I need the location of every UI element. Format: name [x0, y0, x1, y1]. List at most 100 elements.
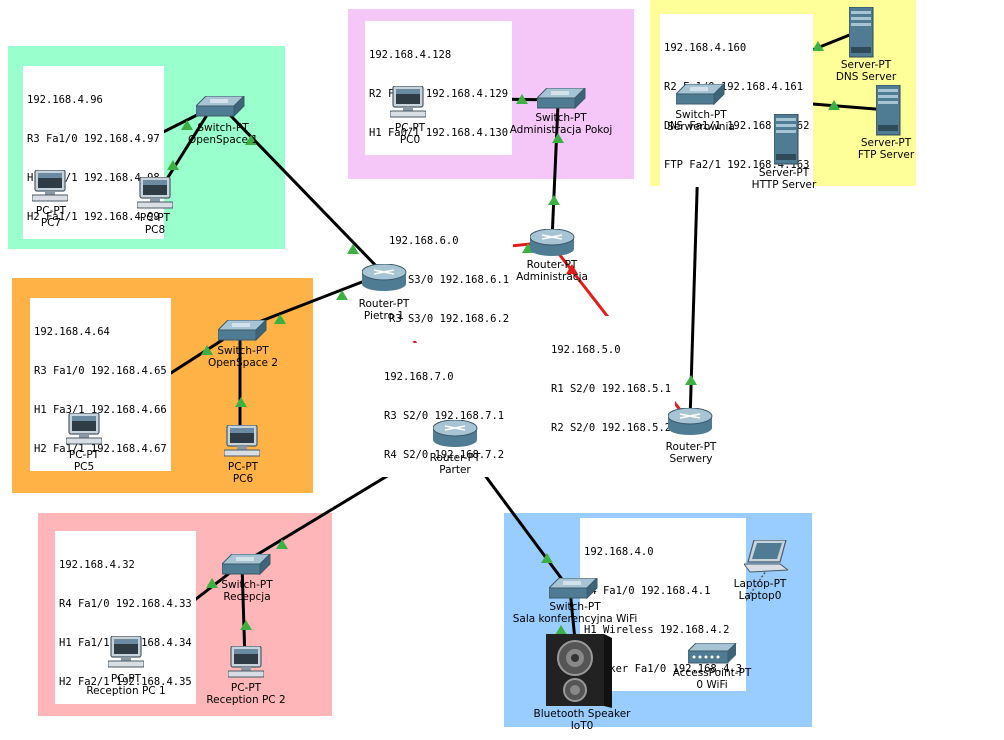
pc8-icon[interactable]	[137, 177, 173, 209]
device-type: Bluetooth Speaker	[533, 708, 631, 720]
note-line: H2 Fa1/1 192.168.4.99	[27, 211, 160, 223]
ftp-server-icon[interactable]	[876, 85, 902, 137]
switch-recepcja-icon[interactable]	[222, 554, 272, 576]
device-name: Laptop0	[738, 590, 782, 602]
device-name: 0 WiFi	[696, 679, 728, 691]
device-type: PC-PT	[68, 449, 100, 461]
device-type: Switch-PT	[675, 109, 727, 121]
device-type: Switch-PT	[221, 579, 273, 591]
device-name: Reception PC 2	[206, 694, 286, 706]
note-line: H2 Fa2/1 192.168.4.35	[59, 676, 192, 688]
switch-openspace-1-icon[interactable]	[196, 96, 246, 118]
device-name: OpenSpace 2	[207, 357, 279, 369]
note-line: R3 Fa1/0 192.168.4.97	[27, 133, 160, 145]
device-type: Switch-PT	[197, 122, 249, 134]
note-openspace-2: 192.168.4.64 R3 Fa1/0 192.168.4.65 H1 Fa…	[30, 298, 171, 471]
note-line: 192.168.5.0	[551, 344, 621, 356]
reception-pc-2-icon[interactable]	[228, 646, 264, 678]
device-name: FTP Server	[857, 149, 915, 161]
note-line: R2 S2/0 192.168.5.2	[551, 422, 672, 434]
device-name: PC7	[40, 217, 62, 229]
access-point-icon[interactable]	[688, 643, 738, 667]
device-type: Router-PT	[526, 259, 578, 271]
pc0-icon[interactable]	[390, 86, 426, 118]
router-serwery-icon[interactable]	[668, 408, 714, 436]
note-line: R4 Fa1/0 192.168.4.33	[59, 598, 192, 610]
note-line: 192.168.7.0	[384, 371, 454, 383]
bluetooth-speaker-icon[interactable]	[546, 634, 614, 708]
pc7-icon[interactable]	[32, 170, 68, 202]
device-type: PC-PT	[227, 461, 259, 473]
note-line: H1 Wireless 192.168.4.2	[584, 624, 730, 636]
router-parter-icon[interactable]	[433, 420, 479, 448]
device-name: OpenSpace 1	[187, 134, 259, 146]
device-name: Administracja Pokoj	[509, 124, 613, 136]
device-type: Server-PT	[860, 137, 912, 149]
note-line: 192.168.6.0	[389, 235, 459, 247]
device-name: Parter	[439, 464, 471, 476]
device-name: PC6	[232, 473, 254, 485]
note-line: H2 Fa1/1 192.168.4.67	[34, 443, 167, 455]
device-name: Pietro 1	[363, 310, 405, 322]
device-name: Administracja	[516, 271, 588, 283]
link-sw-pokoj-r-admin	[550, 103, 560, 241]
device-name: Recepcja	[223, 591, 271, 603]
device-name: Reception PC 1	[86, 685, 166, 697]
note-recepcja: 192.168.4.32 R4 Fa1/0 192.168.4.33 H1 Fa…	[55, 531, 196, 704]
note-line: 192.168.4.160	[664, 42, 747, 54]
device-type: PC-PT	[110, 673, 142, 685]
device-name: PC5	[73, 461, 95, 473]
note-link-192-168-7: 192.168.7.0 R3 S2/0 192.168.7.1 R4 S2/0 …	[380, 343, 509, 477]
note-line: 192.168.4.0	[584, 546, 654, 558]
link-sw-os1-r-pietro	[228, 113, 382, 272]
note-line: R3 Fa1/0 192.168.4.65	[34, 365, 167, 377]
device-type: Router-PT	[665, 441, 717, 453]
http-server-icon[interactable]	[774, 114, 800, 166]
device-type: PC-PT	[394, 122, 426, 134]
device-type: Switch-PT	[549, 601, 601, 613]
note-line: 192.168.4.64	[34, 326, 110, 338]
switch-serwerownia-icon[interactable]	[676, 84, 726, 106]
device-type: Laptop-PT	[733, 578, 787, 590]
note-line: H1 Fa0/1 192.168.4.130	[369, 127, 509, 139]
router-pietro-1-icon[interactable]	[362, 264, 408, 292]
note-line: 192.168.4.96	[27, 94, 103, 106]
device-type: PC-PT	[139, 212, 171, 224]
note-link-192-168-5: 192.168.5.0 R1 S2/0 192.168.5.1 R2 S2/0 …	[547, 316, 676, 450]
note-line: R3 S2/0 192.168.7.1	[384, 410, 505, 422]
switch-sala-konferencyjna-icon[interactable]	[549, 578, 599, 600]
note-line: 192.168.4.128	[369, 49, 452, 61]
note-link-192-168-6: 192.168.6.0 R2 S3/0 192.168.6.1 R3 S3/0 …	[385, 207, 514, 341]
switch-openspace-2-icon[interactable]	[218, 320, 268, 342]
dns-server-icon[interactable]	[849, 7, 875, 59]
switch-administracja-pokoj-icon[interactable]	[537, 88, 587, 110]
router-administracja-icon[interactable]	[530, 229, 576, 257]
laptop-icon[interactable]	[744, 540, 788, 574]
device-type: Server-PT	[758, 167, 810, 179]
link-rpc2-sw-recep	[240, 564, 247, 661]
device-type: Router-PT	[429, 452, 481, 464]
reception-pc-1-icon[interactable]	[108, 636, 144, 668]
note-line: R1 S2/0 192.168.5.1	[551, 383, 672, 395]
device-name: PC8	[144, 224, 166, 236]
pc6-icon[interactable]	[224, 425, 260, 457]
device-type: PC-PT	[35, 205, 67, 217]
pc5-icon[interactable]	[66, 413, 102, 445]
device-type: PC-PT	[230, 682, 262, 694]
note-line: R3 S3/0 192.168.6.2	[389, 313, 510, 325]
note-line: 192.168.4.32	[59, 559, 135, 571]
device-name: Serwerownia	[667, 121, 735, 133]
device-name: PC0	[399, 134, 421, 146]
